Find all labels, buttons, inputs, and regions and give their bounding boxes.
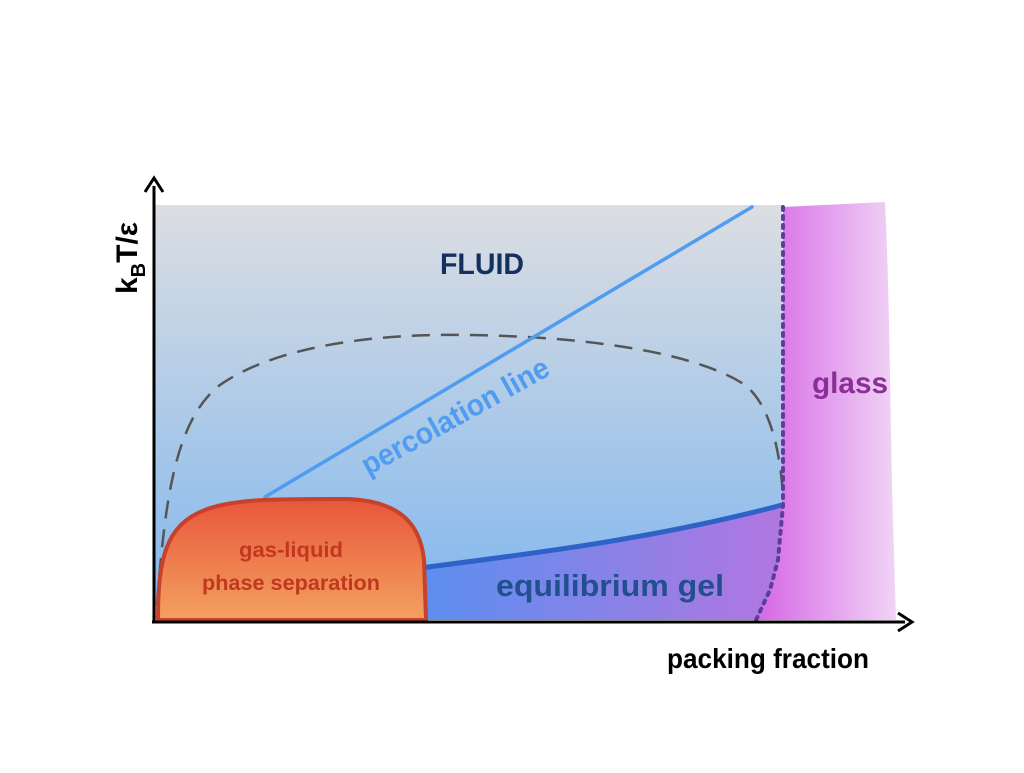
gel-region xyxy=(420,505,782,620)
y-axis-label: kBT/ε xyxy=(111,222,150,294)
fluid-label: FLUID xyxy=(440,248,524,281)
gel-label: equilibrium gel xyxy=(496,568,724,603)
glass-boundary-dotted-line xyxy=(754,205,785,622)
y-axis-label-rest: T/ε xyxy=(111,222,144,263)
phase-separation-label-line2: phase separation xyxy=(202,572,380,595)
gel-boundary-line xyxy=(417,502,785,571)
phase-separation-region xyxy=(155,496,429,622)
svg-text:kBT/ε: kBT/ε xyxy=(111,222,150,294)
x-axis-label: packing fraction xyxy=(667,643,869,674)
y-axis-label-subscript: B xyxy=(128,263,150,277)
coexistence-dashed-curve xyxy=(155,333,785,606)
glass-label: glass xyxy=(812,367,888,400)
percolation-line xyxy=(263,205,754,499)
phase-separation-label-line1: gas-liquid xyxy=(239,539,343,562)
y-axis-label-k: k xyxy=(111,277,144,294)
y-axis-arrow-icon xyxy=(143,175,165,193)
glass-region xyxy=(758,202,896,620)
x-axis-arrow-icon xyxy=(897,611,915,633)
